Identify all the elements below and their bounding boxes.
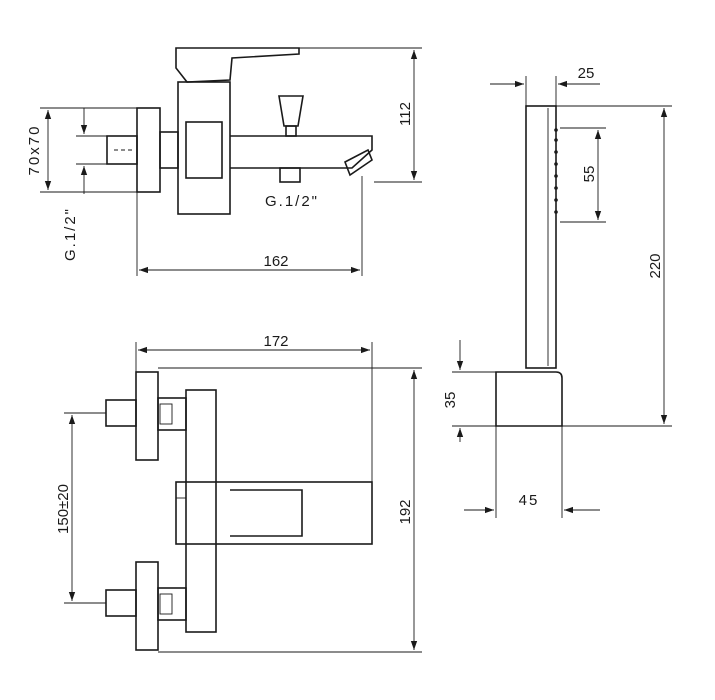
dim-top-length: 172: [263, 333, 288, 350]
hand-shower-view: 25 55 220 35 45: [442, 65, 672, 518]
dim-side-thread-wall: G.1/2": [62, 207, 79, 261]
top-view: 172 192 150±20: [55, 333, 422, 653]
dim-side-flange: 70x70: [26, 125, 43, 176]
side-wall-flange: [136, 107, 161, 193]
dim-side-thread-spout: G.1/2": [265, 193, 319, 210]
dim-top-depth: 192: [397, 499, 414, 524]
side-view: 112 162 70x70 G.1/2" G.1/2": [26, 47, 422, 276]
side-hose-outlet: [279, 167, 301, 183]
top-wall-flange-upper: [135, 371, 159, 461]
dim-side-height: 112: [397, 102, 414, 126]
dim-shower-grip: 55: [581, 166, 598, 183]
side-lever-handle: [175, 47, 300, 83]
dim-shower-width: 25: [578, 65, 595, 82]
shower-holder: [495, 371, 563, 427]
dim-holder-width: 45: [519, 492, 540, 509]
side-spout-tip: [343, 148, 373, 177]
shower-nozzle-row: [554, 128, 558, 214]
top-inlet-fitting-lower: [105, 589, 137, 617]
top-connector-lower-inner: [159, 593, 173, 615]
top-spout-recess: [230, 489, 303, 537]
dim-top-centers: 150±20: [55, 484, 72, 534]
side-diverter-stem: [285, 125, 297, 137]
shower-handle: [525, 105, 557, 369]
side-diverter-knob: [278, 95, 304, 127]
side-cartridge-box: [185, 121, 223, 179]
top-connector-upper-inner: [159, 403, 173, 425]
top-mixer-bar: [185, 389, 217, 633]
side-spout: [230, 135, 373, 169]
dim-holder-height: 35: [442, 392, 459, 409]
top-inlet-fitting-upper: [105, 399, 137, 427]
side-connector: [159, 131, 179, 169]
side-inlet-fitting: [106, 135, 138, 165]
dim-shower-length: 220: [647, 253, 664, 278]
dim-side-length: 162: [263, 253, 288, 270]
top-wall-flange-lower: [135, 561, 159, 651]
top-spout-block: [175, 481, 373, 545]
